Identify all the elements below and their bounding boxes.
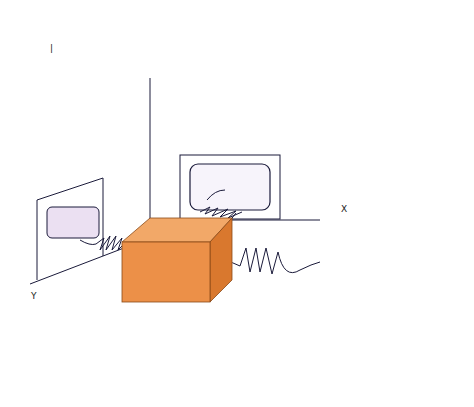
cube-front (122, 242, 210, 302)
vertical-axis (150, 78, 151, 238)
monitor-frame (180, 155, 280, 219)
left-spring (80, 236, 128, 250)
y-axis-label: Y (31, 292, 37, 301)
cube-side (210, 218, 232, 302)
wall-panel (37, 178, 103, 280)
cursor-mark: | (50, 44, 53, 53)
panel-screen (47, 207, 99, 238)
monitor-screen (190, 164, 270, 210)
x-axis-label: X (341, 205, 347, 214)
